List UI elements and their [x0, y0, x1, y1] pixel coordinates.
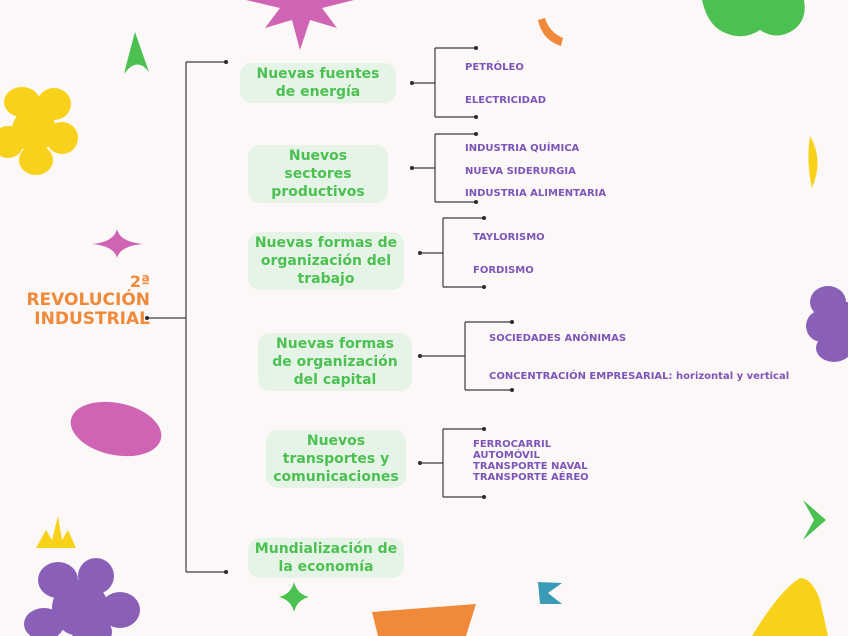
topic-sectors[interactable]: Nuevos sectores productivos [248, 145, 388, 203]
topic-label: Nuevas fuentes de energía [256, 66, 380, 100]
leaf-air-transport[interactable]: TRANSPORTE AÉREO [473, 472, 589, 483]
leaf-railway[interactable]: FERROCARRIL [473, 439, 552, 450]
yellow-crown-decoration [36, 516, 76, 548]
green-blob-decoration [702, 0, 805, 37]
yellow-triangle-decoration [752, 578, 828, 636]
yellow-sliver-decoration [808, 136, 818, 188]
green-spike-decoration [124, 32, 149, 74]
topic-energy[interactable]: Nuevas fuentes de energía [240, 63, 396, 103]
leaf-steel-industry[interactable]: NUEVA SIDERURGIA [465, 166, 576, 177]
orange-trapezoid-decoration [372, 604, 476, 636]
topic-label: Nuevas formas de organización del trabaj… [254, 235, 398, 287]
leaf-petroleum[interactable]: PETRÓLEO [465, 62, 524, 73]
topic-label: Nuevos transportes y comunicaciones [273, 433, 399, 485]
pink-star-decoration [246, 0, 354, 50]
purple-big-flower-decoration [24, 558, 140, 636]
central-topic-ordinal: 2ª [129, 272, 150, 291]
leaf-naval-transport[interactable]: TRANSPORTE NAVAL [473, 461, 588, 472]
leaf-chemical-industry[interactable]: INDUSTRIA QUÍMICA [465, 143, 580, 154]
leaf-business-concentration[interactable]: CONCENTRACIÓN EMPRESARIAL: horizontal y … [489, 371, 790, 382]
topic-label: Mundialización de la economía [254, 541, 398, 575]
yellow-flower-decoration [0, 87, 78, 175]
topic-label: Nuevas formas de organización del capita… [272, 336, 398, 388]
orange-boomerang-decoration [538, 18, 563, 46]
pink-ellipse-decoration [70, 401, 162, 457]
topic-transport[interactable]: Nuevos transportes y comunicaciones [266, 430, 406, 488]
teal-flag-decoration [538, 582, 562, 604]
leaf-corporations[interactable]: SOCIEDADES ANÓNIMAS [489, 333, 627, 344]
leaf-fordism[interactable]: FORDISMO [473, 265, 534, 276]
purple-flower-decoration [806, 286, 848, 362]
leaf-food-industry[interactable]: INDUSTRIA ALIMENTARIA [465, 188, 607, 199]
topic-capital-organization[interactable]: Nuevas formas de organización del capita… [258, 333, 412, 391]
topic-globalization[interactable]: Mundialización de la economía [248, 538, 404, 578]
central-topic[interactable]: 2ª REVOLUCIÓN INDUSTRIAL [10, 272, 150, 329]
topic-label: Nuevos sectores productivos [271, 148, 365, 200]
central-topic-line2: INDUSTRIAL [34, 309, 150, 329]
leaf-automobile[interactable]: AUTOMÓVIL [473, 450, 540, 461]
pink-sparkle-decoration [92, 229, 143, 258]
leaf-electricity[interactable]: ELECTRICIDAD [465, 95, 547, 106]
topic-labour-organization[interactable]: Nuevas formas de organización del trabaj… [248, 232, 404, 290]
leaf-taylorism[interactable]: TAYLORISMO [473, 232, 545, 243]
central-topic-line1: REVOLUCIÓN [26, 290, 150, 310]
green-chevron-decoration [803, 500, 826, 540]
green-sparkle-decoration [279, 582, 309, 612]
